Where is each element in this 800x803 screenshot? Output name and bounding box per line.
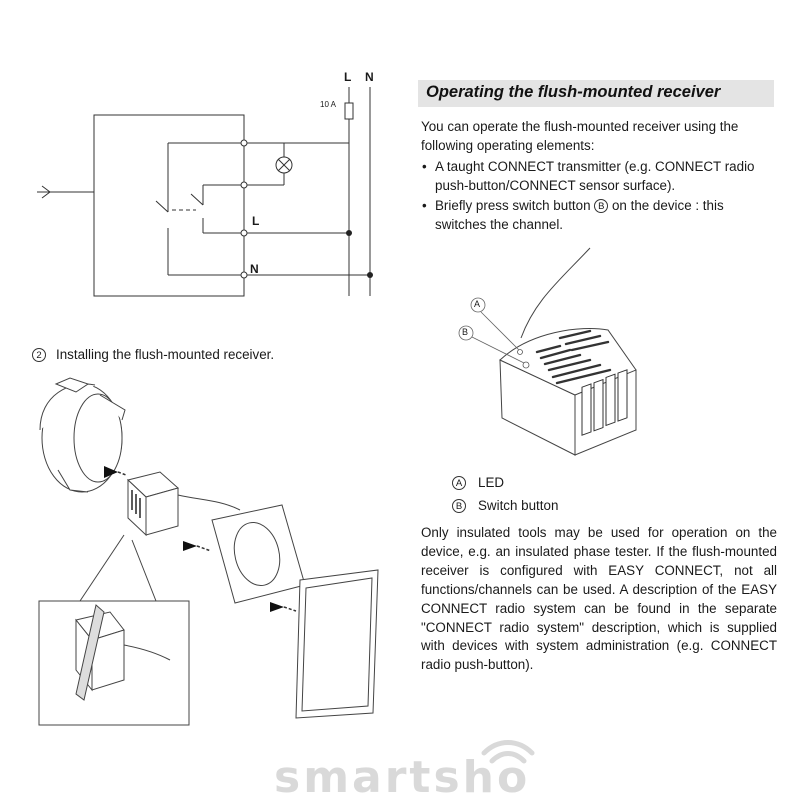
bullet-text-before: Briefly press switch button bbox=[435, 198, 595, 213]
smartsho-watermark: smartsho bbox=[274, 752, 531, 803]
legend-led: A LED bbox=[452, 475, 504, 490]
bullet-dot: • bbox=[422, 159, 427, 174]
installation-step-caption: 2 Installing the flush-mounted receiver. bbox=[32, 347, 274, 362]
legend-symbol: A bbox=[452, 476, 466, 490]
callout-a-label: A bbox=[474, 299, 481, 309]
list-item: • Briefly press switch button B on the d… bbox=[421, 197, 776, 234]
list-item: • A taught CONNECT transmitter (e.g. CON… bbox=[421, 158, 776, 195]
wiring-l-top-label: L bbox=[344, 70, 352, 84]
wifi-icon bbox=[481, 740, 535, 764]
bullet-text-after: on the device : this switches the channe… bbox=[435, 198, 724, 232]
legend-label: LED bbox=[478, 475, 505, 490]
bullet-dot: • bbox=[422, 198, 427, 213]
operating-elements-list: • A taught CONNECT transmitter (e.g. CON… bbox=[421, 158, 776, 236]
intro-text: You can operate the flush-mounted receiv… bbox=[421, 119, 739, 153]
wiring-l-terminal-label: L bbox=[252, 214, 260, 228]
legend-label: Switch button bbox=[478, 498, 559, 513]
section-title: Operating the flush-mounted receiver bbox=[426, 83, 721, 101]
step-number: 2 bbox=[32, 348, 46, 362]
wiring-n-top-label: N bbox=[365, 70, 374, 84]
switch-button-symbol: B bbox=[594, 199, 609, 213]
wiring-fuse-label: 10 A bbox=[320, 100, 337, 109]
safety-notes-text: Only insulated tools may be used for ope… bbox=[421, 525, 777, 673]
step-label: Installing the flush-mounted receiver. bbox=[56, 347, 275, 362]
section-header: Operating the flush-mounted receiver bbox=[418, 80, 774, 107]
bullet-text: A taught CONNECT transmitter (e.g. CONNE… bbox=[435, 159, 755, 193]
legend-switch-button: B Switch button bbox=[452, 498, 558, 513]
wiring-n-terminal-label: N bbox=[250, 262, 259, 276]
callout-b-label: B bbox=[462, 327, 469, 337]
legend-symbol: B bbox=[452, 499, 466, 513]
